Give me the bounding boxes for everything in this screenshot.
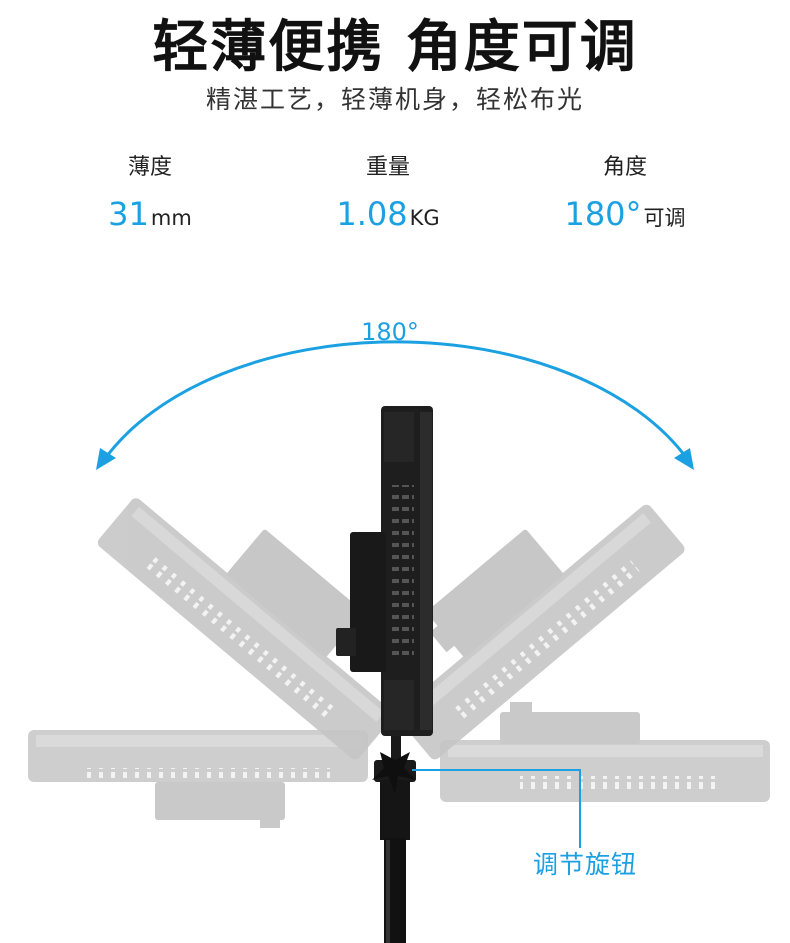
spec-weight: 重量 1.08KG xyxy=(268,150,508,240)
arrow-right-icon xyxy=(674,448,694,470)
page-subtitle: 精湛工艺，轻薄机身，轻松布光 xyxy=(205,85,584,114)
page-title: 轻薄便携 角度可调 xyxy=(152,15,638,80)
spec-thickness: 薄度 31mm xyxy=(30,150,270,240)
spec-unit: 可调 xyxy=(643,206,686,230)
spec-label: 重量 xyxy=(365,155,410,180)
ghost-panel-flat-left xyxy=(28,730,368,828)
adjustment-knob xyxy=(372,752,416,794)
arrow-left-icon xyxy=(96,448,116,470)
spec-label: 薄度 xyxy=(127,155,172,180)
rotation-arc xyxy=(96,340,694,470)
spec-number: 180° xyxy=(564,195,642,233)
arc-angle-label: 180° xyxy=(361,318,419,346)
spec-angle: 角度 180°可调 xyxy=(505,150,745,240)
knob-callout-line xyxy=(412,769,581,848)
ghost-panel-flat-right xyxy=(440,702,770,802)
spec-number: 31 xyxy=(108,195,149,233)
spec-value: 1.08KG xyxy=(268,194,508,240)
spec-number: 1.08 xyxy=(336,195,408,233)
knob-label: 调节旋钮 xyxy=(532,850,637,879)
spec-unit: mm xyxy=(150,206,192,230)
spec-label: 角度 xyxy=(602,155,647,180)
ghost-panel-tilted-left xyxy=(97,498,394,760)
light-panel-upright xyxy=(336,406,433,760)
rotation-diagram xyxy=(28,340,770,943)
spec-value: 31mm xyxy=(30,194,270,240)
spec-unit: KG xyxy=(409,206,440,230)
ghost-panel-tilted-right xyxy=(396,504,685,760)
spec-value: 180°可调 xyxy=(505,194,745,240)
